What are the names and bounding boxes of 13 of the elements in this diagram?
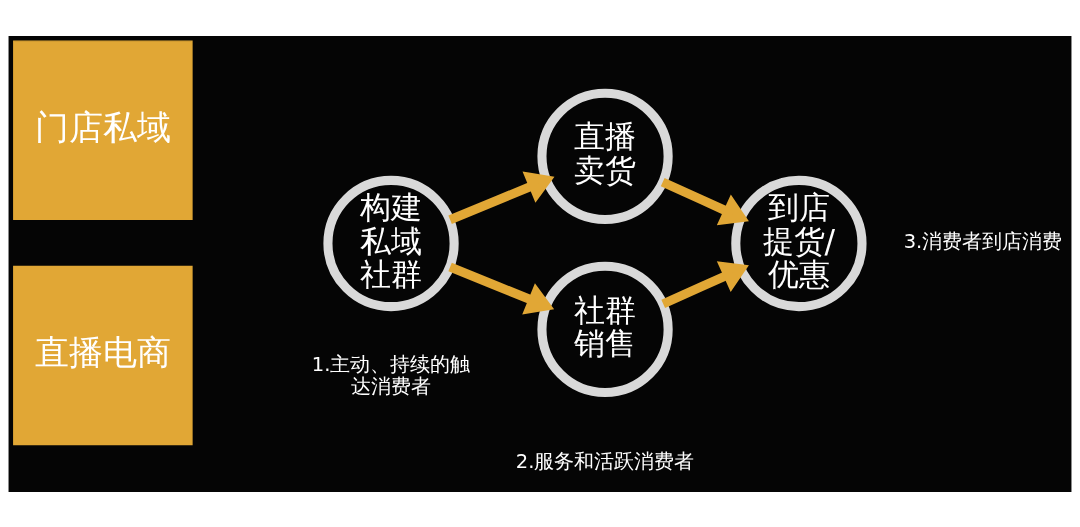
arrow (448, 262, 555, 314)
node-box: 直播电商 (13, 265, 193, 445)
node-circle: 社群销售 (537, 261, 673, 397)
node-label: 2.服务和活跃消费者 (515, 449, 695, 473)
node-label: 3.消费者到店消费 (903, 229, 1063, 253)
node-label: 1.主动、持续的触达消费者 (311, 352, 471, 398)
arrow (448, 171, 555, 224)
node-box: 门店私域 (13, 40, 193, 220)
arrow (661, 260, 749, 308)
arrow (660, 177, 749, 225)
node-circle: 构建私域社群 (323, 175, 459, 311)
node-circle: 到店提货/优惠 (731, 175, 867, 311)
node-circle: 直播卖货 (537, 88, 673, 224)
